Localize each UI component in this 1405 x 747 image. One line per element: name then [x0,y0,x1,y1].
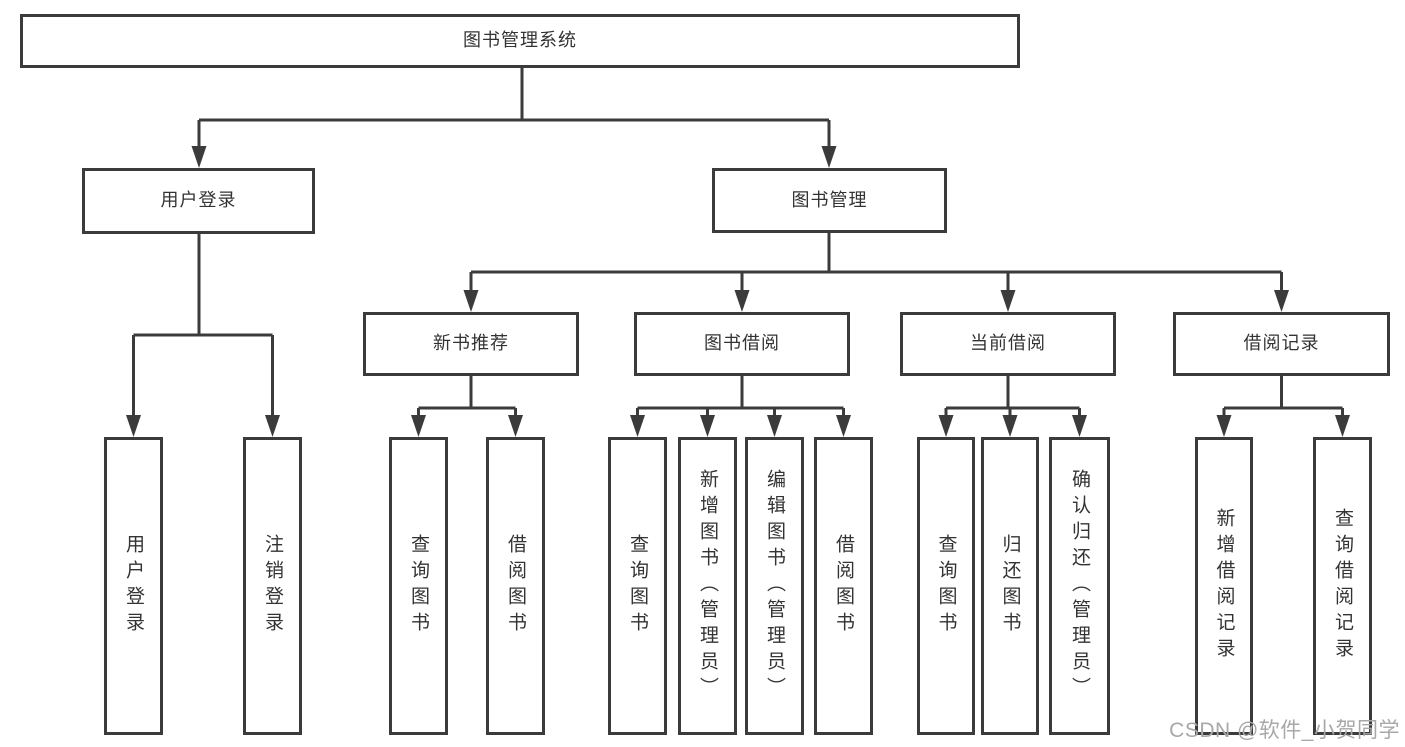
node-new-book-recommend: 新书推荐 [363,312,579,376]
node-library-management-system: 图书管理系统 [20,14,1020,68]
node-borrow-records: 借阅记录 [1173,312,1390,376]
leaf-query-borrow-record: 查询借阅记录 [1313,437,1372,735]
node-book-management: 图书管理 [712,168,947,233]
leaf-add-borrow-record: 新增借阅记录 [1195,437,1253,735]
watermark: CSDN @软件_小贺同学 [1169,719,1400,742]
leaf-add-book-admin: 新增图书（管理员） [678,437,737,735]
leaf-user-login: 用户登录 [104,437,163,735]
leaf-query-books-borrow: 查询图书 [608,437,667,735]
leaf-logout: 注销登录 [243,437,302,735]
leaf-query-books-recommend: 查询图书 [389,437,448,735]
arrowhead-icons [126,146,1350,437]
leaf-confirm-return-admin: 确认归还（管理员） [1049,437,1110,735]
leaf-borrow-books-recommend: 借阅图书 [486,437,545,735]
node-book-borrow: 图书借阅 [634,312,850,376]
node-current-borrow: 当前借阅 [900,312,1116,376]
leaf-edit-book-admin: 编辑图书（管理员） [745,437,804,735]
connector-paths [132,68,1344,421]
leaf-query-books-current: 查询图书 [917,437,975,735]
leaf-return-book: 归还图书 [981,437,1039,735]
leaf-borrow-books: 借阅图书 [814,437,873,735]
node-user-login: 用户登录 [82,168,315,234]
